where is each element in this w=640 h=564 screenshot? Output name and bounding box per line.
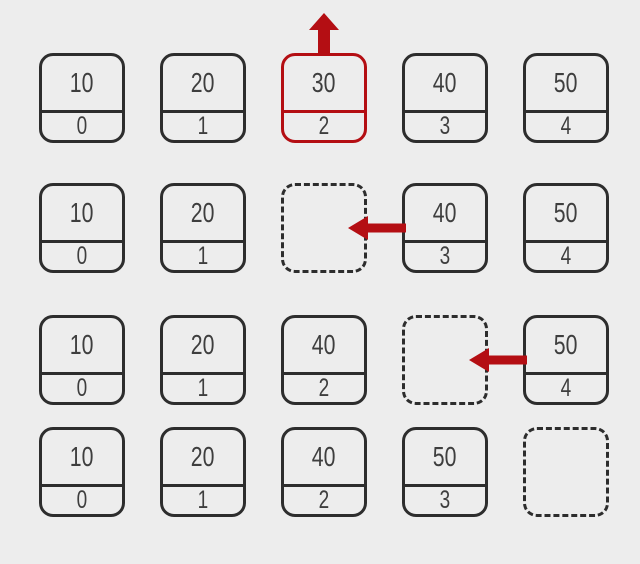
cell-index-area: 2 [284,113,364,141]
cell-value-area: 10 [42,318,122,375]
cell-index-area: 4 [526,375,606,403]
cell-index-area: 4 [526,113,606,141]
cell-value: 50 [433,440,457,472]
cell-value-area: 10 [42,56,122,113]
cell-index: 2 [318,373,330,402]
cell-value-area: 10 [42,186,122,243]
cell-index: 3 [439,485,451,514]
cell-value: 20 [191,66,215,98]
cell-index-area: 2 [284,487,364,515]
cell-value: 10 [70,440,94,472]
cell-index-area: 2 [284,375,364,403]
cell-index: 3 [439,111,451,140]
left-arrow-icon [348,215,406,241]
cell-value: 50 [554,66,578,98]
cell-index-area: 0 [42,113,122,141]
cell-value: 40 [433,66,457,98]
cell-value-area: 50 [526,318,606,375]
cell-value: 20 [191,196,215,228]
cell-value: 40 [312,328,336,360]
cell-value-area: 50 [526,56,606,113]
cell-value: 30 [312,66,336,98]
cell-value-area: 20 [163,56,243,113]
array-cell-empty [523,427,609,517]
cell-value: 40 [433,196,457,228]
cell-value-area: 20 [163,186,243,243]
cell-index-area: 1 [163,375,243,403]
cell-index-area: 4 [526,243,606,271]
cell-index: 4 [560,373,572,402]
cell-index-area: 0 [42,375,122,403]
cell-value: 10 [70,196,94,228]
cell-value: 10 [70,328,94,360]
cell-index: 0 [76,373,88,402]
cell-value-area: 10 [42,430,122,487]
cell-index: 0 [76,485,88,514]
cell-value-area: 40 [284,318,364,375]
cell-index: 4 [560,111,572,140]
cell-index: 4 [560,241,572,270]
cell-index: 1 [197,241,209,270]
cell-index-area: 3 [405,487,485,515]
cell-index: 2 [318,485,330,514]
cell-value-area: 30 [284,56,364,113]
cell-index: 0 [76,111,88,140]
cell-value: 40 [312,440,336,472]
up-arrow-icon [309,13,339,53]
left-arrow-icon [469,347,527,373]
cell-value: 10 [70,66,94,98]
cell-index: 2 [318,111,330,140]
cell-index: 0 [76,241,88,270]
cell-value-area: 20 [163,430,243,487]
cell-value-area: 40 [405,56,485,113]
cell-value-area: 20 [163,318,243,375]
cell-value: 50 [554,196,578,228]
cell-index: 1 [197,111,209,140]
cell-index: 1 [197,485,209,514]
cell-index-area: 3 [405,243,485,271]
cell-value-area: 50 [405,430,485,487]
cell-index-area: 0 [42,487,122,515]
cell-value-area: 40 [405,186,485,243]
cell-value: 20 [191,328,215,360]
cell-value-area: 40 [284,430,364,487]
cell-index-area: 0 [42,243,122,271]
cell-index: 1 [197,373,209,402]
cell-index-area: 1 [163,487,243,515]
cell-value: 50 [554,328,578,360]
cell-value-area: 50 [526,186,606,243]
cell-index-area: 3 [405,113,485,141]
cell-index-area: 1 [163,243,243,271]
cell-value: 20 [191,440,215,472]
cell-index: 3 [439,241,451,270]
cell-index-area: 1 [163,113,243,141]
